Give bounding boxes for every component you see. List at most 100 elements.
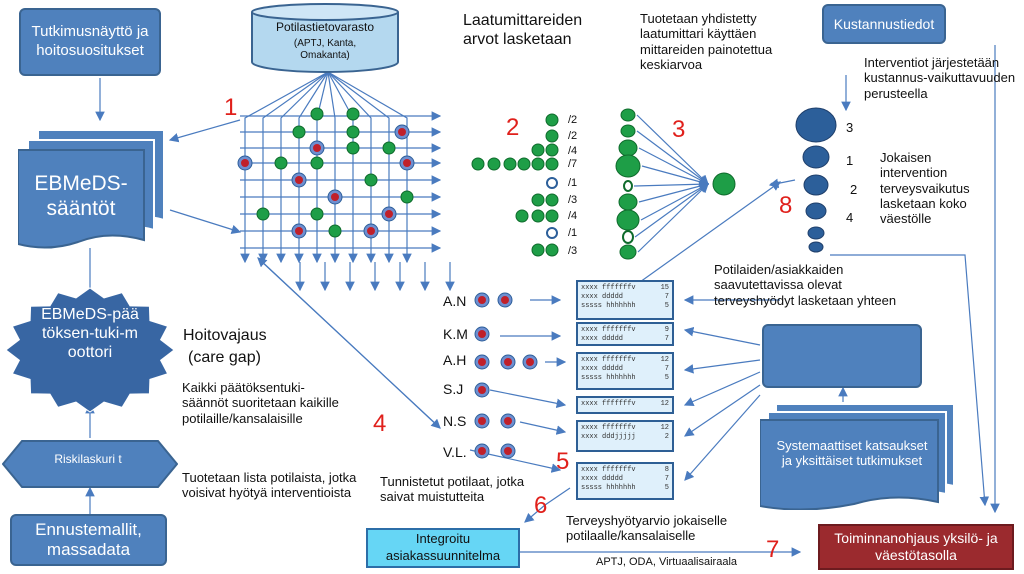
summary-line-label: sssss hhhhhhh <box>581 302 636 310</box>
rule-grid-dots <box>237 107 415 239</box>
green-dot <box>531 157 545 171</box>
outcome-arrow <box>683 326 761 346</box>
feedback-arrows <box>295 262 780 481</box>
risk-calculator-label: Riskilaskuri t <box>54 452 122 466</box>
red-dot-core <box>504 417 512 425</box>
metric-fraction: /4 <box>568 145 578 157</box>
red-dot-core <box>478 330 486 338</box>
evidence-label: Tutkimusnäyttö ja hoitosuositukset <box>31 23 149 59</box>
step-number-1: 1 <box>224 94 238 121</box>
green-dot <box>292 125 306 139</box>
red-dot-core <box>478 358 486 366</box>
care-gap-title: Hoitovajaus <box>183 327 267 344</box>
summary-line-value: 7 <box>664 365 669 373</box>
risk-calculator-shape <box>2 440 178 488</box>
converge-arrow <box>640 183 710 221</box>
patient-abbr: A.H <box>443 352 467 368</box>
management-box: Toiminnanohjaus yksilö- ja väestötasolla <box>818 524 1014 570</box>
green-dot <box>364 173 378 187</box>
costs-label: Kustannustiedot <box>833 16 935 32</box>
intervention-ellipse <box>807 226 825 240</box>
reviews-label: Systemaattiset katsaukset ja yksittäiset… <box>776 438 928 469</box>
intervention-ellipses <box>795 107 837 253</box>
summary-line-label: xxxx fffffffv <box>581 284 636 292</box>
step-number-7: 7 <box>766 536 780 563</box>
patient-database-title: Potilastietovarasto <box>275 20 375 34</box>
reviews-stack <box>760 403 955 510</box>
intervention-ellipse <box>802 145 830 169</box>
weighted-metric-dot <box>620 124 636 138</box>
ebmeds-rules-label: EBMeDS-sääntöt <box>34 172 128 220</box>
patient-dots <box>474 292 538 459</box>
metric-fraction: /4 <box>568 210 578 222</box>
summary-line-value: 9 <box>664 326 669 334</box>
decision-engine-label: EBMeDS-päätöksen-tuki-moottori <box>41 306 139 361</box>
patient-database-sources: (APTJ, Kanta, Omakanta) <box>293 38 357 61</box>
empty-dot <box>546 227 558 239</box>
red-dot-core <box>403 159 411 167</box>
weighted-metric-dot <box>618 139 638 157</box>
prediction-models-label: Ennustemallit, massadata <box>35 519 142 559</box>
metric-fraction: /1 <box>568 177 578 189</box>
summary-line-value: 15 <box>660 284 669 292</box>
outcome-arrow <box>684 384 761 437</box>
summary-line-label: xxxx fffffffv <box>581 326 636 334</box>
red-dot-core <box>478 296 486 304</box>
red-dot-core <box>385 210 393 218</box>
converge-arrow <box>641 165 710 187</box>
converge-arrow <box>637 183 709 253</box>
step-number-6: 6 <box>534 492 548 519</box>
empty-dot <box>546 177 558 189</box>
green-dot <box>545 143 559 157</box>
summary-line-label: sssss hhhhhhh <box>581 374 636 382</box>
weighted-metric-dot <box>620 108 636 122</box>
red-dot-core <box>504 358 512 366</box>
outcome-arrow <box>683 359 761 374</box>
metric-fraction: /3 <box>568 194 578 206</box>
green-dot <box>545 129 559 143</box>
red-dot-core <box>241 159 249 167</box>
green-dot <box>310 156 324 170</box>
weighted-metric-dot <box>623 180 633 192</box>
green-dot <box>503 157 517 171</box>
green-dot <box>346 107 360 121</box>
green-dot <box>310 107 324 121</box>
weighted-metric-dot <box>619 244 637 260</box>
summary-line-value: 5 <box>664 302 669 310</box>
green-dot <box>515 209 529 223</box>
metric-dots <box>471 113 559 257</box>
red-dot-core <box>398 128 406 136</box>
summary-line-label: xxxx ddddd <box>581 335 624 343</box>
summary-line-value: 7 <box>664 293 669 301</box>
identified-patients-text: Tunnistetut potilaat, jotka saivat muist… <box>380 474 525 505</box>
red-dot-core <box>526 358 534 366</box>
achievable-benefits-text: Potilaiden/asiakkaiden saavutettavissa o… <box>714 262 897 308</box>
converge-arrows <box>633 114 710 253</box>
summary-line-value: 7 <box>664 475 669 483</box>
green-dot <box>545 209 559 223</box>
outcome-arrow <box>684 394 761 481</box>
red-dot-core <box>478 417 486 425</box>
interventions-order-text: Interventiot järjestetään kustannus-vaik… <box>864 55 1016 101</box>
patient-database-cylinder <box>251 3 399 73</box>
converge-arrow <box>636 114 709 185</box>
weighted-metric-dot <box>616 209 640 231</box>
green-dot <box>545 157 559 171</box>
patient-abbr: K.M <box>443 326 468 342</box>
intervention-rank: 2 <box>850 182 858 197</box>
summary-line-value: 12 <box>660 356 669 364</box>
green-dot <box>531 143 545 157</box>
patient-abbr: V.L. <box>443 444 467 460</box>
costs-box: Kustannustiedot <box>822 4 946 44</box>
green-dot <box>531 243 545 257</box>
converge-arrow <box>633 179 710 190</box>
green-dot <box>531 193 545 207</box>
green-dot <box>346 125 360 139</box>
green-dot <box>545 243 559 257</box>
step-number-3: 3 <box>672 116 686 143</box>
green-dot <box>274 156 288 170</box>
summary-line-label: xxxx fffffffv <box>581 466 636 474</box>
